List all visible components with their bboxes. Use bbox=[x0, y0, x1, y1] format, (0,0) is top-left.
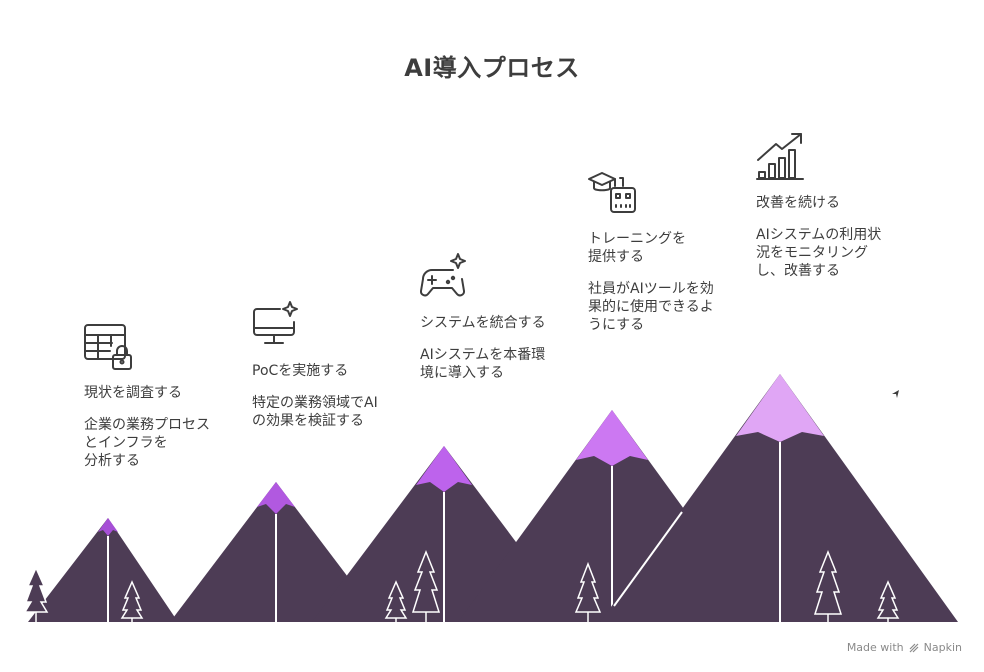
mountain-1 bbox=[28, 518, 178, 622]
step-3-description: AIシステムを本番環 境に導入する bbox=[420, 347, 546, 381]
monitor-sparkle-icon bbox=[253, 301, 298, 344]
step-4: トレーニングを 提供する 社員がAIツールを効 果的に使用できるよ うにする bbox=[588, 168, 738, 334]
step-1: 現状を調査する 企業の業務プロセス とインフラを 分析する bbox=[84, 322, 234, 470]
step-1-description: 企業の業務プロセス とインフラを 分析する bbox=[84, 417, 210, 469]
tree-4 bbox=[411, 549, 441, 622]
gamepad-sparkle-icon bbox=[420, 253, 466, 297]
step-3-heading: システムを統合する bbox=[420, 315, 546, 331]
mountain-1-peak bbox=[98, 518, 118, 536]
step-2-heading: PoCを実施する bbox=[252, 363, 349, 379]
mountain-3-peak bbox=[416, 446, 472, 492]
mountain-2 bbox=[170, 482, 382, 622]
tree-5 bbox=[574, 561, 602, 622]
tree-2 bbox=[120, 580, 144, 622]
tree-6 bbox=[813, 549, 843, 622]
tree-7 bbox=[876, 580, 900, 622]
mountain-5-peak bbox=[736, 374, 824, 442]
graduation-robot-icon bbox=[588, 172, 636, 213]
bird-mark bbox=[892, 390, 899, 398]
mountain-2-peak bbox=[257, 482, 295, 514]
step-5-description: AIシステムの利用状 況をモニタリング し、改善する bbox=[756, 227, 882, 279]
step-2: PoCを実施する 特定の業務領域でAI の効果を検証する bbox=[252, 300, 402, 430]
mountain-5 bbox=[600, 374, 958, 622]
page-title: AI導入プロセス bbox=[404, 54, 580, 82]
tree-3 bbox=[384, 580, 408, 622]
made-with-label: Made with bbox=[846, 641, 904, 654]
step-2-description: 特定の業務領域でAI の効果を検証する bbox=[252, 395, 378, 429]
tree-1 bbox=[23, 566, 49, 622]
step-4-heading: トレーニングを 提供する bbox=[588, 231, 686, 265]
growth-chart-icon bbox=[756, 133, 804, 180]
napkin-brand: Napkin bbox=[923, 641, 962, 654]
table-lock-icon bbox=[84, 324, 132, 370]
step-3: システムを統合する AIシステムを本番環 境に導入する bbox=[420, 252, 570, 382]
step-5: 改善を続ける AIシステムの利用状 況をモニタリング し、改善する bbox=[756, 132, 906, 280]
napkin-logo-icon bbox=[909, 643, 919, 652]
made-with-napkin[interactable]: Made with Napkin bbox=[847, 641, 962, 654]
step-4-description: 社員がAIツールを効 果的に使用できるよ うにする bbox=[588, 281, 714, 333]
mountain-4-peak bbox=[576, 410, 648, 466]
step-1-heading: 現状を調査する bbox=[84, 385, 182, 401]
step-5-heading: 改善を続ける bbox=[756, 195, 840, 211]
